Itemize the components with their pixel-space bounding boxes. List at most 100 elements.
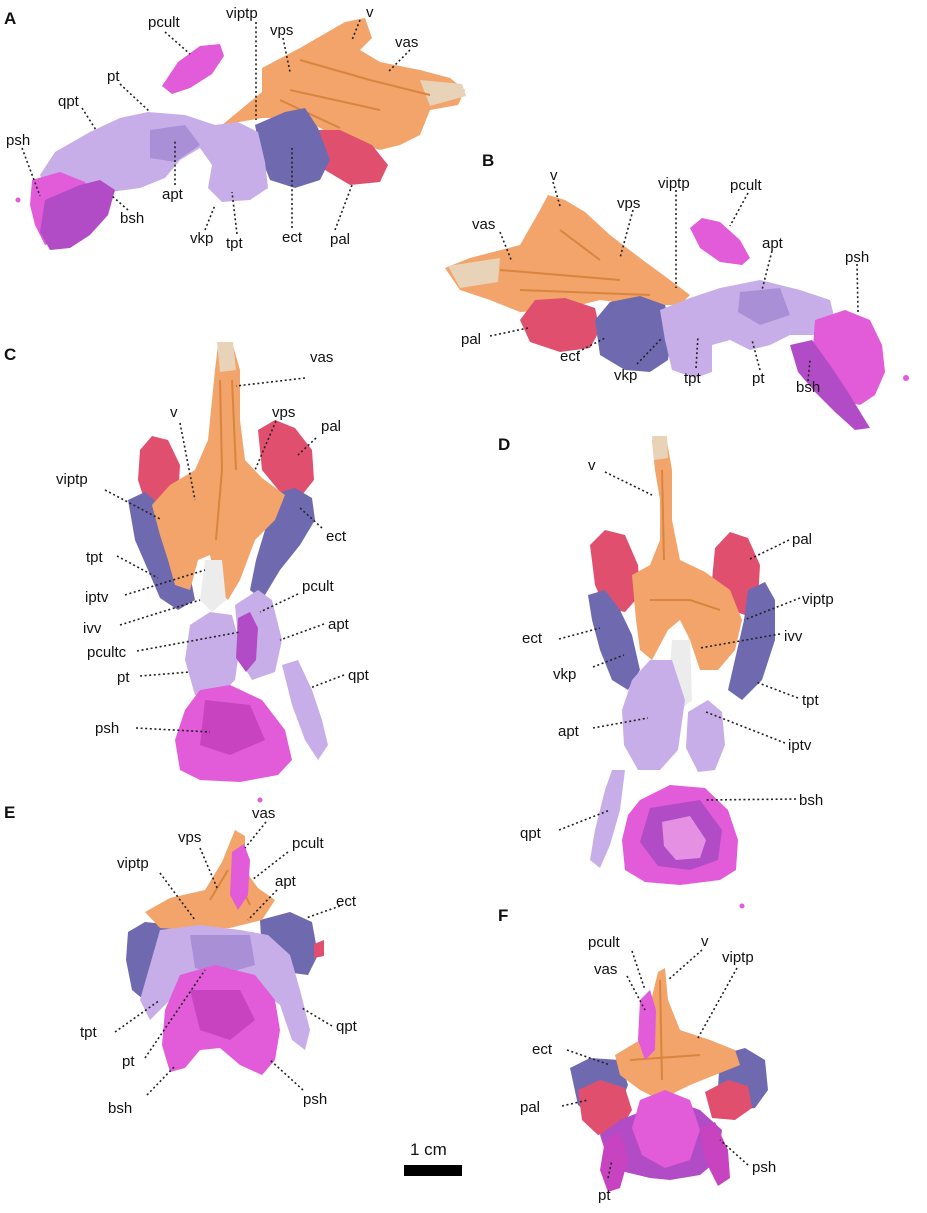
leader-line — [566, 1049, 611, 1066]
label-viptp: viptp — [56, 471, 88, 488]
label-viptp: viptp — [117, 855, 149, 872]
panel-b-vomer — [445, 195, 690, 312]
leader-line — [755, 681, 799, 699]
label-pt: pt — [117, 669, 130, 686]
panel-d-ect-right — [728, 582, 775, 700]
label-tpt: tpt — [226, 235, 244, 252]
panel-e-vomer — [145, 830, 275, 930]
label-vps: vps — [272, 404, 295, 421]
label-pt: pt — [598, 1187, 611, 1204]
panel-f-letter: F — [498, 906, 508, 925]
panel-b-vomer-ridge — [499, 229, 651, 296]
label-iptv: iptv — [85, 589, 109, 606]
leader-line — [558, 627, 601, 640]
panel-e-pterygoid-shade — [190, 935, 255, 975]
panel-b-ectopterygoid — [595, 296, 672, 372]
label-apt: apt — [328, 616, 350, 633]
label-pcultc: pcultc — [87, 644, 127, 661]
label-pcult: pcult — [588, 934, 621, 951]
leader-line — [695, 335, 699, 369]
leader-line — [592, 654, 625, 668]
leader-line — [305, 905, 341, 919]
label-pcult: pcult — [148, 14, 181, 31]
panel-d-bsh-core — [662, 816, 706, 860]
panel-d-qpt — [590, 770, 625, 868]
label-vkp: vkp — [190, 230, 213, 247]
panel-c-vomer-rough — [217, 342, 236, 372]
panel-f-pcult — [638, 990, 656, 1060]
leader-line — [697, 967, 738, 1039]
label-tpt: tpt — [86, 549, 104, 566]
label-apt: apt — [275, 873, 297, 890]
panel-f-pt-left — [600, 1132, 628, 1192]
label-ect: ect — [336, 893, 357, 910]
leader-line — [705, 711, 786, 744]
label-pal: pal — [461, 331, 481, 348]
label-v: v — [170, 404, 178, 421]
panel-b-fragment — [903, 375, 909, 381]
scale-bar: 1 cm — [404, 1140, 462, 1176]
leader-line — [235, 377, 306, 387]
panel-b: B v viptp pcult vas vps — [445, 151, 909, 430]
leader-line — [119, 599, 201, 626]
leader-line — [636, 337, 663, 365]
panel-e-pterygoid — [140, 925, 310, 1050]
leader-line — [144, 969, 206, 1059]
panel-a: A pcult viptp v vps — [4, 4, 466, 252]
label-ect: ect — [532, 1041, 553, 1058]
leader-line — [301, 1007, 333, 1027]
label-apt: apt — [762, 235, 784, 252]
label-ivv: ivv — [784, 628, 803, 645]
leader-line — [626, 975, 646, 1011]
leader-line — [667, 949, 703, 981]
label-pcult: pcult — [292, 835, 325, 852]
leader-line — [619, 209, 634, 259]
label-psh: psh — [95, 720, 119, 737]
leader-line — [334, 184, 353, 231]
panel-b-pterygoid-shade — [738, 288, 790, 325]
label-pal: pal — [792, 531, 812, 548]
panel-c-qpt — [282, 660, 328, 760]
leader-line — [747, 539, 790, 561]
leader-line — [135, 727, 211, 733]
label-psh: psh — [845, 249, 869, 266]
label-psh: psh — [303, 1091, 327, 1108]
label-vps: vps — [270, 22, 293, 39]
label-vas: vas — [395, 34, 418, 51]
panel-b-palatine — [520, 298, 600, 352]
panel-d-vomer-ridge — [650, 469, 721, 611]
panel-c-letter: C — [4, 345, 16, 364]
label-viptp: viptp — [658, 175, 690, 192]
leader-line — [387, 49, 411, 73]
label-vps: vps — [617, 195, 640, 212]
label-pal: pal — [321, 418, 341, 435]
leader-line — [489, 327, 529, 337]
leader-line — [139, 671, 191, 677]
leader-line — [199, 847, 219, 891]
panel-c-vomer — [152, 342, 285, 600]
leader-line — [116, 555, 159, 579]
label-viptp: viptp — [722, 949, 754, 966]
panel-c-palatine-right — [258, 420, 314, 495]
panel-f: F pcult v vas viptp ect pal psh pt — [498, 906, 776, 1204]
leader-line — [592, 717, 649, 729]
leader-line — [146, 1065, 176, 1096]
label-pcult: pcult — [302, 578, 335, 595]
leader-line — [631, 950, 646, 991]
panel-c-ect-right — [250, 488, 315, 600]
label-ect: ect — [560, 348, 581, 365]
panel-c-vomer-ridge — [215, 379, 237, 541]
label-apt: apt — [162, 186, 184, 203]
panel-b-pterygoid — [660, 280, 835, 378]
label-viptp: viptp — [226, 5, 258, 22]
panel-a-vomer-rough — [420, 80, 466, 106]
panel-d-letter: D — [498, 435, 510, 454]
panel-f-vomer-ridge — [629, 979, 701, 1081]
scale-bar-label: 1 cm — [410, 1140, 447, 1159]
panel-d-fragment — [739, 903, 745, 909]
label-pt: pt — [752, 370, 765, 387]
label-psh: psh — [6, 132, 30, 149]
panel-e-psh-shade — [190, 990, 255, 1040]
label-tpt: tpt — [802, 692, 820, 709]
